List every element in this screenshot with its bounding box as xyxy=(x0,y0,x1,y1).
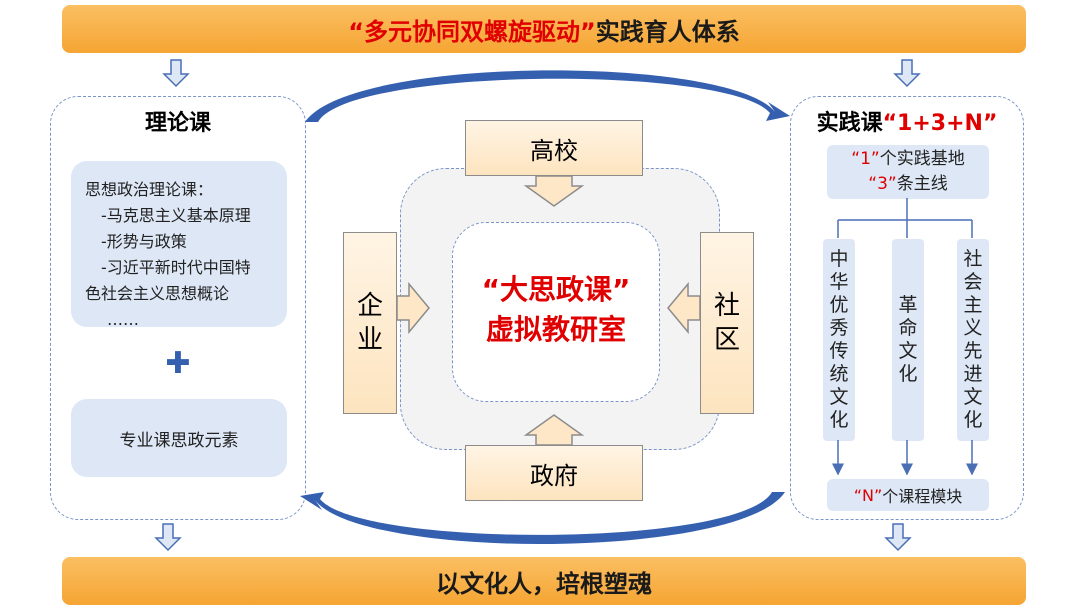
box-line: …… xyxy=(107,310,139,329)
university-box: 高校 xyxy=(465,120,643,176)
base-num: “1” xyxy=(851,149,880,169)
down-arrow-icon xyxy=(884,523,912,552)
box-line: -马克思主义基本原理 xyxy=(101,206,251,225)
practice-base-box: “1”个实践基地 “3”条主线 xyxy=(827,145,989,199)
enterprise-box: 企业 xyxy=(343,232,397,414)
arrow-from-government-icon xyxy=(523,414,585,446)
box-line: -习近平新时代中国特 xyxy=(101,258,251,277)
module-text: 个课程模块 xyxy=(882,487,963,506)
mainline-num: “3” xyxy=(868,174,897,194)
module-num: “N” xyxy=(853,485,883,505)
mainline-revolutionary: 革命文化 xyxy=(892,239,924,441)
virtual-lab-title: “大思政课” 虚拟教研室 xyxy=(452,270,660,350)
mainline-connectors xyxy=(832,198,978,476)
mainline-label: 革命文化 xyxy=(898,294,918,385)
enterprise-label: 企业 xyxy=(356,291,383,355)
virtual-lab-line2: 虚拟教研室 xyxy=(485,313,626,346)
banner-quote: “多元协同双螺旋驱动” xyxy=(348,17,596,46)
practice-title-formula: “1+3+N” xyxy=(882,111,998,136)
practice-title: 实践课“1+3+N” xyxy=(791,105,1023,137)
practice-title-main: 实践课 xyxy=(816,111,883,136)
down-arrow-icon xyxy=(162,59,190,88)
arrow-from-university-icon xyxy=(523,175,585,207)
arrow-from-enterprise-icon xyxy=(396,281,430,335)
box-line: 色社会主义思想概论 xyxy=(85,284,230,303)
mainline-traditional: 中华优秀传统文化 xyxy=(823,239,855,441)
down-arrow-icon xyxy=(893,59,921,88)
box-line: -形势与政策 xyxy=(101,232,187,251)
bottom-banner: 以文化人，培根塑魂 xyxy=(62,557,1026,605)
community-box: 社区 xyxy=(700,232,754,414)
ideology-course-box: 思想政治理论课： -马克思主义基本原理 -形势与政策 -习近平新时代中国特 色社… xyxy=(71,161,287,329)
arrow-from-community-icon xyxy=(667,281,701,335)
down-arrow-icon xyxy=(154,523,182,552)
banner-rest: 实践育人体系 xyxy=(595,17,740,46)
course-module-box: “N”个课程模块 xyxy=(827,479,989,511)
mainline-socialist: 社会主义先进文化 xyxy=(957,239,989,441)
theory-panel: 理论课 思想政治理论课： -马克思主义基本原理 -形势与政策 -习近平新时代中国… xyxy=(50,96,306,520)
cycle-arrow-top-icon xyxy=(305,70,790,122)
mainline-text: 条主线 xyxy=(896,174,948,194)
theory-title: 理论课 xyxy=(144,111,211,136)
top-banner: “多元协同双螺旋驱动” 实践育人体系 xyxy=(62,5,1026,53)
base-text: 个实践基地 xyxy=(879,149,965,169)
community-label: 社区 xyxy=(713,291,740,355)
government-box: 政府 xyxy=(465,445,643,501)
mainline-label: 中华优秀传统文化 xyxy=(829,248,849,431)
box-line: 思想政治理论课： xyxy=(85,180,214,199)
mainline-label: 社会主义先进文化 xyxy=(963,248,983,431)
plus-icon: ✚ xyxy=(165,346,191,381)
virtual-lab-line1: “大思政课” xyxy=(481,273,631,306)
center-inner-frame xyxy=(452,222,660,402)
cycle-arrow-bottom-icon xyxy=(300,492,785,545)
major-course-box: 专业课思政元素 xyxy=(71,399,287,477)
